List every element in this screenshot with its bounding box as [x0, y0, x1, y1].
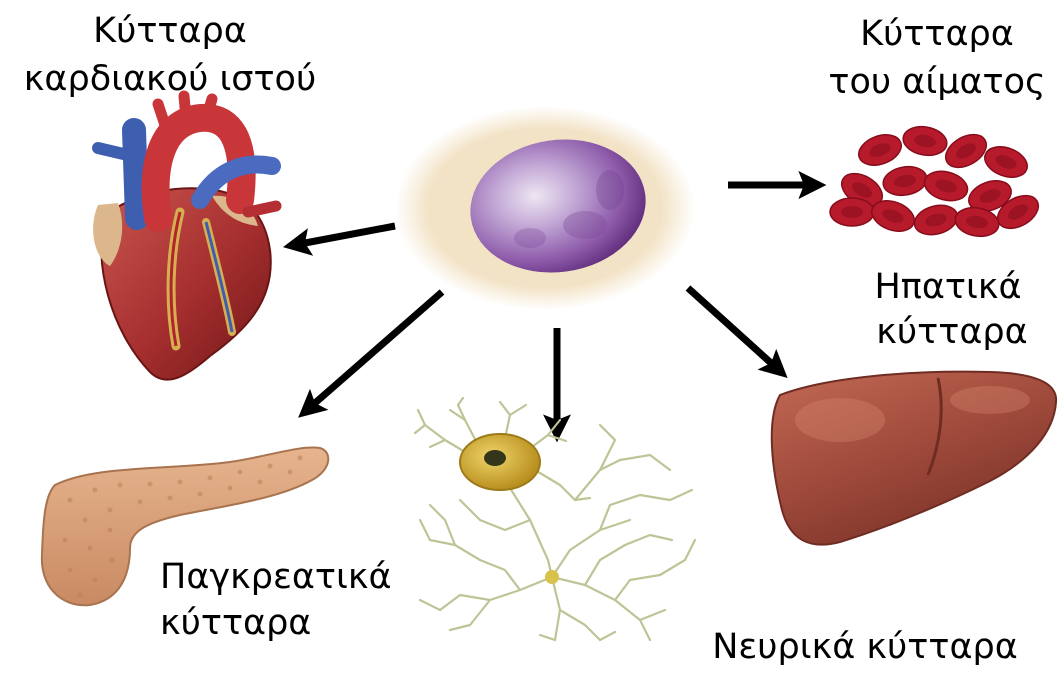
pancreas-lobule — [93, 488, 98, 493]
dendrite — [600, 632, 615, 640]
pancreas-lobule — [178, 480, 183, 485]
pancreas-lobule — [93, 578, 98, 583]
liver-cells-label-line2: κύτταρα — [876, 312, 1027, 352]
vena-cava — [134, 130, 137, 218]
heart-illustration — [93, 96, 276, 380]
dendrite — [450, 625, 470, 630]
dendrite — [625, 535, 672, 545]
red-blood-cell — [855, 129, 906, 170]
dendrite — [415, 425, 425, 433]
dendrite — [420, 600, 440, 610]
dendrite — [600, 495, 640, 530]
pancreas-lobule — [298, 456, 303, 461]
liver-highlight — [950, 386, 1030, 414]
stem-cell-granule — [596, 170, 624, 210]
pancreas-lobule — [258, 480, 263, 485]
dendrite — [585, 545, 625, 585]
pancreas-lobule — [118, 483, 123, 488]
dendrite — [458, 398, 463, 405]
pancreas-lobule — [168, 496, 173, 501]
aortic-branch — [158, 104, 166, 128]
pancreas-lobule — [198, 492, 203, 497]
heart-cells-label-line2: καρδιακού ιστού — [24, 59, 316, 99]
pancreas-lobule — [138, 500, 143, 505]
neuron-nucleus — [484, 450, 506, 466]
liver-highlight — [795, 398, 885, 442]
blood-cells-label-line2: του αίματος — [828, 62, 1045, 102]
pancreas-lobule — [238, 470, 243, 475]
dendrite — [500, 402, 510, 438]
pancreas-lobule — [288, 470, 293, 475]
stem-cell — [395, 106, 695, 310]
pancreas-lobule — [148, 482, 153, 487]
dendrite — [540, 635, 555, 640]
pancreas-lobule — [88, 546, 93, 551]
red-blood-cell — [981, 141, 1032, 182]
pancreas-lobule — [68, 568, 73, 573]
stem-cell-granule — [563, 211, 607, 239]
pancreas-lobule — [63, 538, 68, 543]
dendrite — [620, 455, 670, 470]
red-blood-cell — [911, 201, 961, 239]
pancreas-lobule — [228, 486, 233, 491]
dendrite — [615, 575, 660, 600]
pancreas-lobule — [110, 558, 115, 563]
dendrite — [552, 577, 560, 640]
dendrite — [640, 490, 692, 500]
dendrite — [470, 577, 552, 625]
pancreas-lobule — [108, 528, 113, 533]
dendrite — [480, 560, 520, 590]
blood-cells-label-line1: Κύτταρα — [860, 14, 1014, 54]
dendrite — [640, 620, 650, 640]
red-blood-cell — [901, 123, 949, 158]
liver-cells-label-line1: Ηπατικά — [874, 267, 1021, 307]
arrow-to-liver — [688, 288, 771, 363]
heart-cells-label-line1: Κύτταρα — [93, 11, 247, 51]
dendrite — [660, 540, 695, 575]
arrow-to-pancreas — [315, 292, 442, 403]
blood-cells-illustration — [830, 123, 1044, 239]
liver-illustration — [772, 372, 1056, 545]
dendrite — [510, 488, 552, 577]
stem-cell-granule — [514, 228, 546, 248]
dendrite — [535, 470, 590, 500]
pancreas-lobule — [83, 518, 88, 523]
dendrite — [548, 435, 566, 441]
dendrite — [510, 405, 526, 415]
dendrite — [420, 520, 430, 540]
red-blood-cell — [940, 128, 992, 174]
pancreas-lobule — [78, 593, 83, 598]
dendrites — [415, 398, 695, 640]
nerve-cells-label: Νευρικά κύτταρα — [712, 627, 1018, 667]
dendrite — [560, 610, 600, 640]
pancreas-lobule — [68, 498, 73, 503]
red-blood-cell-center — [841, 206, 863, 218]
dendrite — [575, 460, 620, 500]
aortic-branch — [206, 99, 212, 119]
arrow-to-heart — [305, 226, 395, 243]
aortic-branch — [184, 96, 186, 118]
dendrite — [418, 410, 425, 425]
pancreatic-cells-label-line1: Παγκρεατικά — [160, 557, 392, 597]
pancreas-lobule — [208, 476, 213, 481]
neuron-illustration — [415, 398, 695, 640]
dendrite-junction — [545, 570, 559, 584]
pulmonary-vein — [248, 206, 276, 212]
red-blood-cell — [830, 198, 874, 226]
pancreas-lobule — [108, 508, 113, 513]
dendrite — [640, 610, 665, 620]
pancreas-lobule — [268, 464, 273, 469]
red-blood-cell — [921, 167, 971, 205]
vein-branch — [98, 148, 132, 156]
pancreatic-cells-label-line2: κύτταρα — [160, 603, 311, 643]
dendrite — [430, 505, 455, 545]
dendrite — [430, 440, 445, 447]
red-blood-cell — [881, 163, 929, 198]
